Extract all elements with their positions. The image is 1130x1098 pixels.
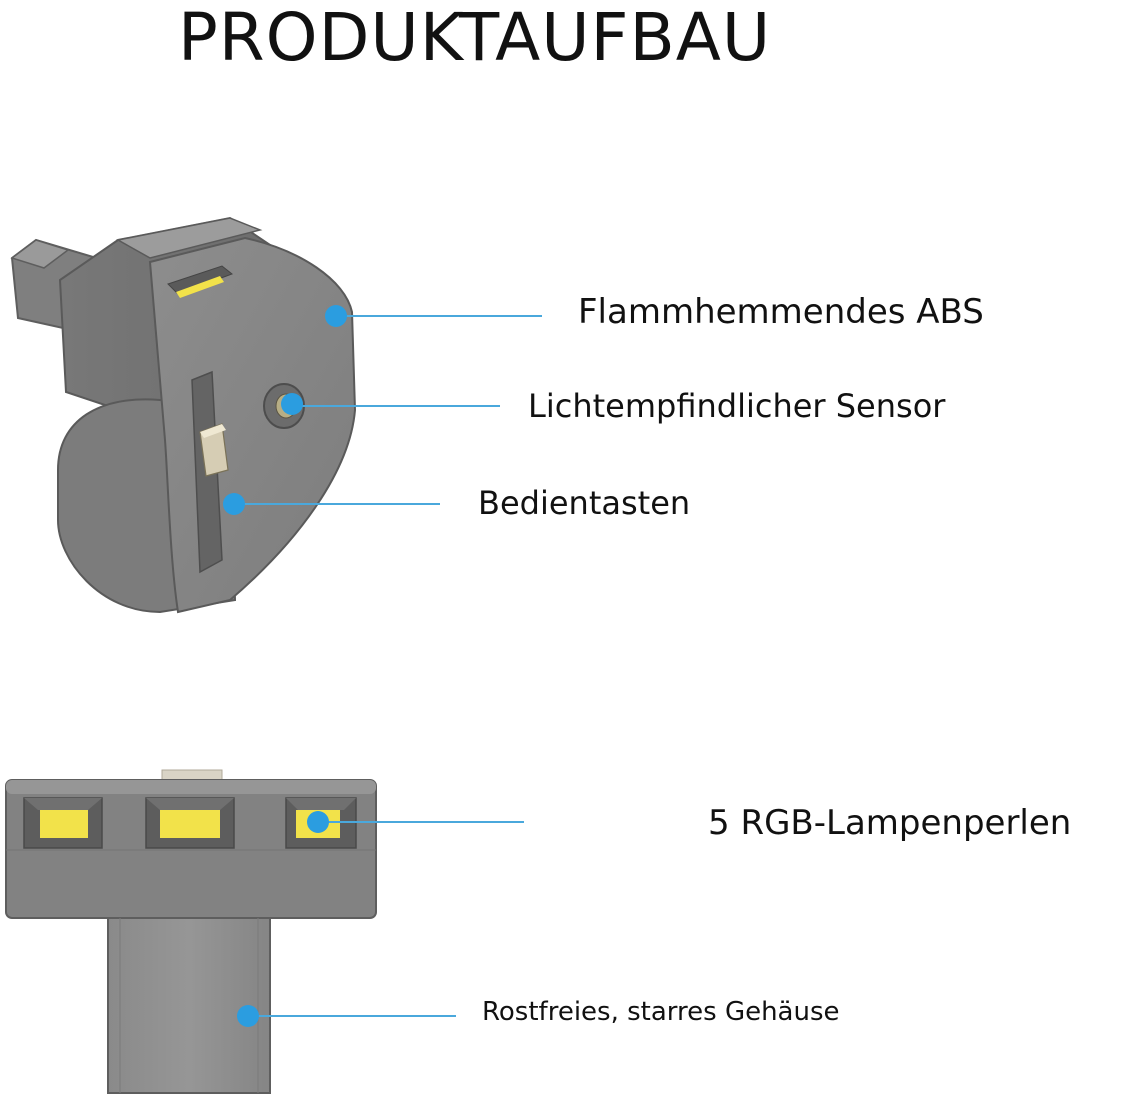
label-light-sensor: Lichtempfindlicher Sensor — [528, 387, 946, 425]
device-stem — [107, 917, 271, 1094]
device-front-view — [5, 769, 377, 1094]
led-bead-center — [160, 810, 220, 838]
marker-dot-sensor — [281, 393, 303, 415]
label-flame-retardant-abs: Flammhemmendes ABS — [578, 292, 984, 332]
led-bead-left — [40, 810, 88, 838]
callout-housing — [237, 1005, 456, 1027]
callout-sensor — [281, 393, 500, 415]
led-window-left — [23, 797, 103, 849]
label-rustproof-housing: Rostfreies, starres Gehäuse — [482, 997, 840, 1027]
control-button-cap — [199, 423, 229, 477]
callout-rgb — [307, 811, 524, 833]
marker-dot-housing — [237, 1005, 259, 1027]
top-led-window — [167, 265, 234, 295]
marker-dot-abs — [325, 305, 347, 327]
marker-dot-buttons — [223, 493, 245, 515]
label-control-buttons: Bedientasten — [478, 484, 691, 522]
callout-abs — [325, 305, 542, 327]
page-title: PRODUKTAUFBAU — [178, 0, 772, 76]
label-rgb-lamp-beads: 5 RGB-Lampenperlen — [708, 803, 1072, 843]
callout-buttons — [223, 493, 440, 515]
marker-dot-rgb — [307, 811, 329, 833]
top-led-bead — [176, 276, 224, 298]
device-3d-view — [10, 216, 357, 614]
led-window-center — [145, 797, 235, 849]
